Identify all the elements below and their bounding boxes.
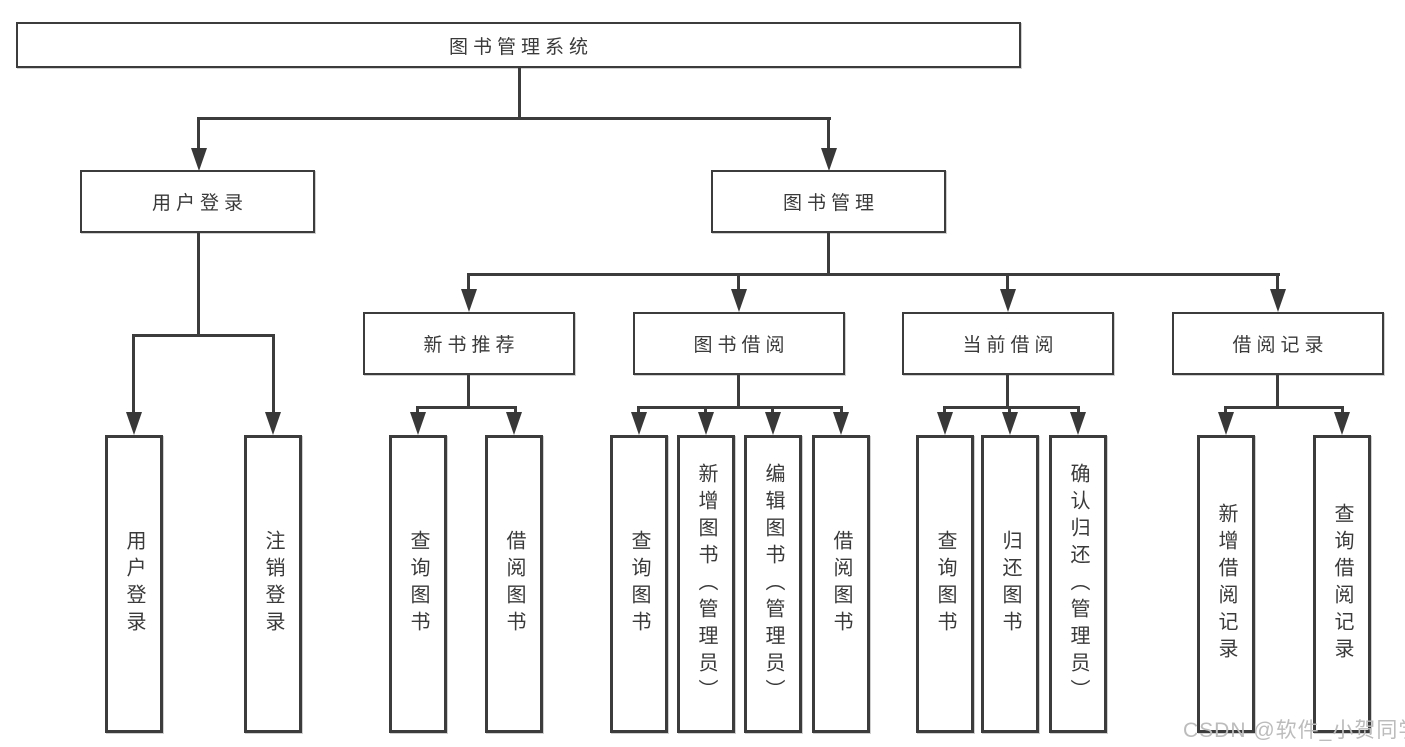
leaf-return-book: 归还图书 <box>981 435 1039 733</box>
node-label: 用户登录 <box>151 193 248 214</box>
connector-level3-hline <box>467 273 1280 276</box>
connector-stem <box>1006 375 1009 409</box>
connector-drop <box>637 406 640 415</box>
leaf-query-book-borrowing: 查询图书 <box>610 435 668 733</box>
node-user-login: 用户登录 <box>80 170 315 233</box>
node-borrowing-records: 借阅记录 <box>1172 312 1384 375</box>
node-new-book-recommend: 新书推荐 <box>363 312 575 375</box>
arrow-down-icon <box>833 412 849 435</box>
leaf-logout-login: 注销登录 <box>244 435 302 733</box>
arrow-down-icon <box>410 412 426 435</box>
csdn-watermark: CSDN @软件_小贺同学 <box>1183 719 1405 742</box>
node-label: 查询借阅记录 <box>1331 503 1353 665</box>
leaf-query-book-current: 查询图书 <box>916 435 974 733</box>
node-current-borrowing: 当前借阅 <box>902 312 1114 375</box>
node-label: 当前借阅 <box>962 335 1059 356</box>
node-label: 查询图书 <box>628 530 650 638</box>
connector-root-stem <box>518 68 521 119</box>
node-label: 新增图书（管理员） <box>695 462 717 706</box>
leaf-user-login: 用户登录 <box>105 435 163 733</box>
leaf-edit-book-admin: 编辑图书（管理员） <box>744 435 802 733</box>
connector-user-login-stem <box>197 233 200 337</box>
node-label: 借阅图书 <box>503 530 525 638</box>
arrow-down-icon <box>126 412 142 435</box>
connector-user-login-hline <box>132 334 275 337</box>
connector-hline <box>943 406 1080 409</box>
node-book-management: 图书管理 <box>711 170 946 233</box>
connector-drop <box>1008 406 1011 415</box>
node-label: 新增借阅记录 <box>1215 503 1237 665</box>
connector-drop <box>272 334 275 415</box>
arrow-down-icon <box>1218 412 1234 435</box>
node-label: 新书推荐 <box>423 335 520 356</box>
connector-drop <box>1341 406 1344 415</box>
connector-level2-hline <box>197 117 831 120</box>
connector-drop <box>1077 406 1080 415</box>
connector-drop <box>1224 406 1227 415</box>
leaf-borrow-book-recommend: 借阅图书 <box>485 435 543 733</box>
node-book-borrowing: 图书借阅 <box>633 312 845 375</box>
node-label: 注销登录 <box>262 530 284 638</box>
arrow-down-icon <box>461 289 477 312</box>
connector-drop <box>1006 273 1009 292</box>
node-label: 借阅记录 <box>1232 335 1329 356</box>
leaf-add-book-admin: 新增图书（管理员） <box>677 435 735 733</box>
arrow-down-icon <box>821 148 837 171</box>
connector-drop <box>514 406 517 415</box>
node-label: 查询图书 <box>407 530 429 638</box>
connector-book-mgmt-stem <box>827 233 830 276</box>
leaf-borrow-book-borrowing: 借阅图书 <box>812 435 870 733</box>
arrow-down-icon <box>506 412 522 435</box>
arrow-down-icon <box>1270 289 1286 312</box>
node-label: 用户登录 <box>123 530 145 638</box>
node-label: 图书管理 <box>782 193 879 214</box>
leaf-query-borrow-record: 查询借阅记录 <box>1313 435 1371 733</box>
node-label: 借阅图书 <box>830 530 852 638</box>
connector-hline <box>1224 406 1344 409</box>
connector-stem <box>737 375 740 409</box>
arrow-down-icon <box>1334 412 1350 435</box>
connector-drop <box>704 406 707 415</box>
connector-hline <box>416 406 517 409</box>
leaf-confirm-return-admin: 确认归还（管理员） <box>1049 435 1107 733</box>
arrow-down-icon <box>698 412 714 435</box>
node-label: 确认归还（管理员） <box>1067 462 1089 706</box>
arrow-down-icon <box>191 148 207 171</box>
arrow-down-icon <box>1000 289 1016 312</box>
node-label: 图书管理系统 <box>448 36 593 58</box>
leaf-add-borrow-record: 新增借阅记录 <box>1197 435 1255 733</box>
node-label: 图书借阅 <box>693 335 790 356</box>
connector-drop <box>840 406 843 415</box>
node-label: 归还图书 <box>999 530 1021 638</box>
connector-drop <box>416 406 419 415</box>
connector-drop <box>771 406 774 415</box>
arrow-down-icon <box>1070 412 1086 435</box>
connector-drop <box>132 334 135 415</box>
connector-drop <box>943 406 946 415</box>
connector-user-login-drop <box>197 117 200 151</box>
arrow-down-icon <box>631 412 647 435</box>
connector-hline <box>637 406 843 409</box>
connector-drop <box>737 273 740 292</box>
connector-drop <box>1276 273 1279 292</box>
arrow-down-icon <box>937 412 953 435</box>
leaf-query-book-recommend: 查询图书 <box>389 435 447 733</box>
node-library-management-system: 图书管理系统 <box>16 22 1021 68</box>
arrow-down-icon <box>265 412 281 435</box>
connector-book-mgmt-drop <box>827 117 830 151</box>
connector-stem <box>467 375 470 409</box>
arrow-down-icon <box>1002 412 1018 435</box>
node-label: 查询图书 <box>934 530 956 638</box>
connector-stem <box>1276 375 1279 409</box>
node-label: 编辑图书（管理员） <box>762 462 784 706</box>
connector-drop <box>467 273 470 292</box>
arrow-down-icon <box>731 289 747 312</box>
arrow-down-icon <box>765 412 781 435</box>
